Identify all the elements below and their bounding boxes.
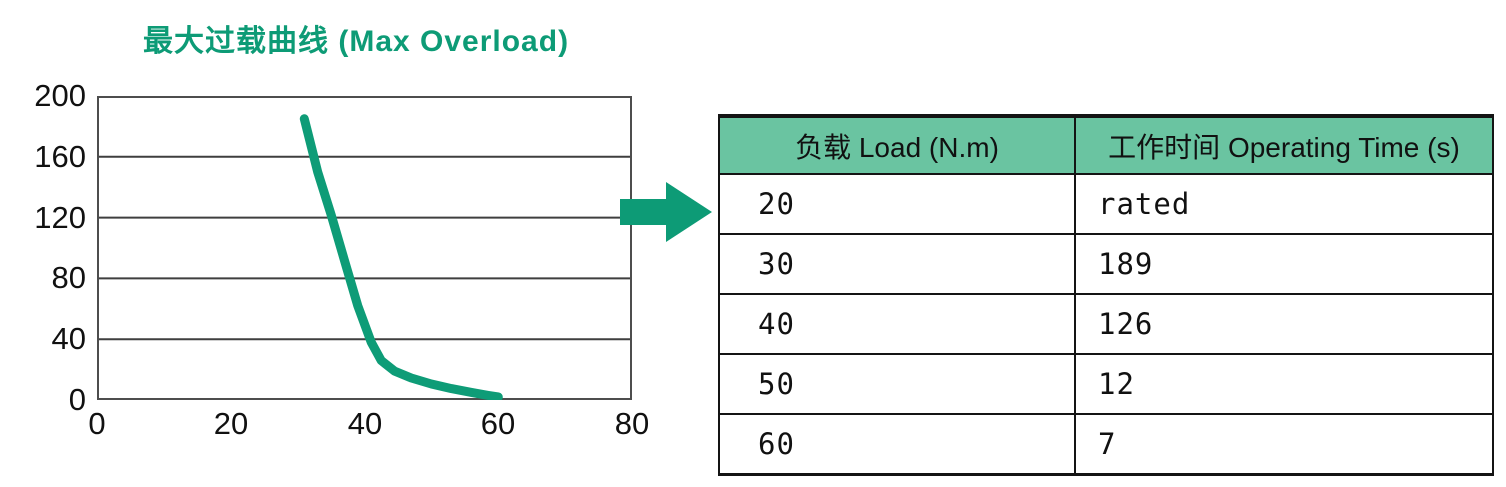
time-cell: 189: [1074, 233, 1494, 295]
overload-table: 负载 Load (N.m) 工作时间 Operating Time (s) 20…: [718, 114, 1494, 476]
load-cell: 40: [718, 293, 1076, 355]
plot-border: [97, 96, 632, 400]
y-tick-40: 40: [51, 321, 86, 356]
x-tick-20: 20: [213, 406, 249, 441]
y-tick-0: 0: [68, 382, 86, 417]
time-cell: 126: [1074, 293, 1494, 355]
x-tick-80: 80: [614, 406, 650, 441]
load-cell: 50: [718, 353, 1076, 415]
right-arrow-icon: [620, 182, 712, 242]
max-overload-curve: [299, 114, 503, 400]
table-row: 60 7: [718, 413, 1494, 475]
time-cell: 7: [1074, 413, 1494, 475]
y-tick-160: 160: [34, 139, 86, 174]
time-cell: 12: [1074, 353, 1494, 415]
time-cell: rated: [1074, 173, 1494, 235]
gridlines: [97, 155, 632, 341]
y-tick-120: 120: [34, 200, 86, 235]
table-row: 40 126: [718, 293, 1494, 355]
table-row: 20 rated: [718, 173, 1494, 235]
table-row: 30 189: [718, 233, 1494, 295]
header-load: 负载 Load (N.m): [718, 115, 1076, 175]
x-tick-40: 40: [347, 406, 383, 441]
load-cell: 20: [718, 173, 1076, 235]
table-row: 50 12: [718, 353, 1494, 415]
load-cell: 30: [718, 233, 1076, 295]
y-tick-80: 80: [51, 260, 86, 295]
x-tick-60: 60: [480, 406, 516, 441]
chart-title: 最大过载曲线 (Max Overload): [143, 25, 570, 58]
max-overload-chart: [97, 96, 632, 400]
x-tick-0: 0: [88, 406, 106, 441]
table-header-row: 负载 Load (N.m) 工作时间 Operating Time (s): [718, 115, 1494, 175]
header-operating-time: 工作时间 Operating Time (s): [1074, 115, 1494, 175]
right-arrow-shape: [620, 182, 712, 242]
chart-canvas: [97, 96, 632, 400]
load-cell: 60: [718, 413, 1076, 475]
y-tick-200: 200: [34, 78, 86, 113]
